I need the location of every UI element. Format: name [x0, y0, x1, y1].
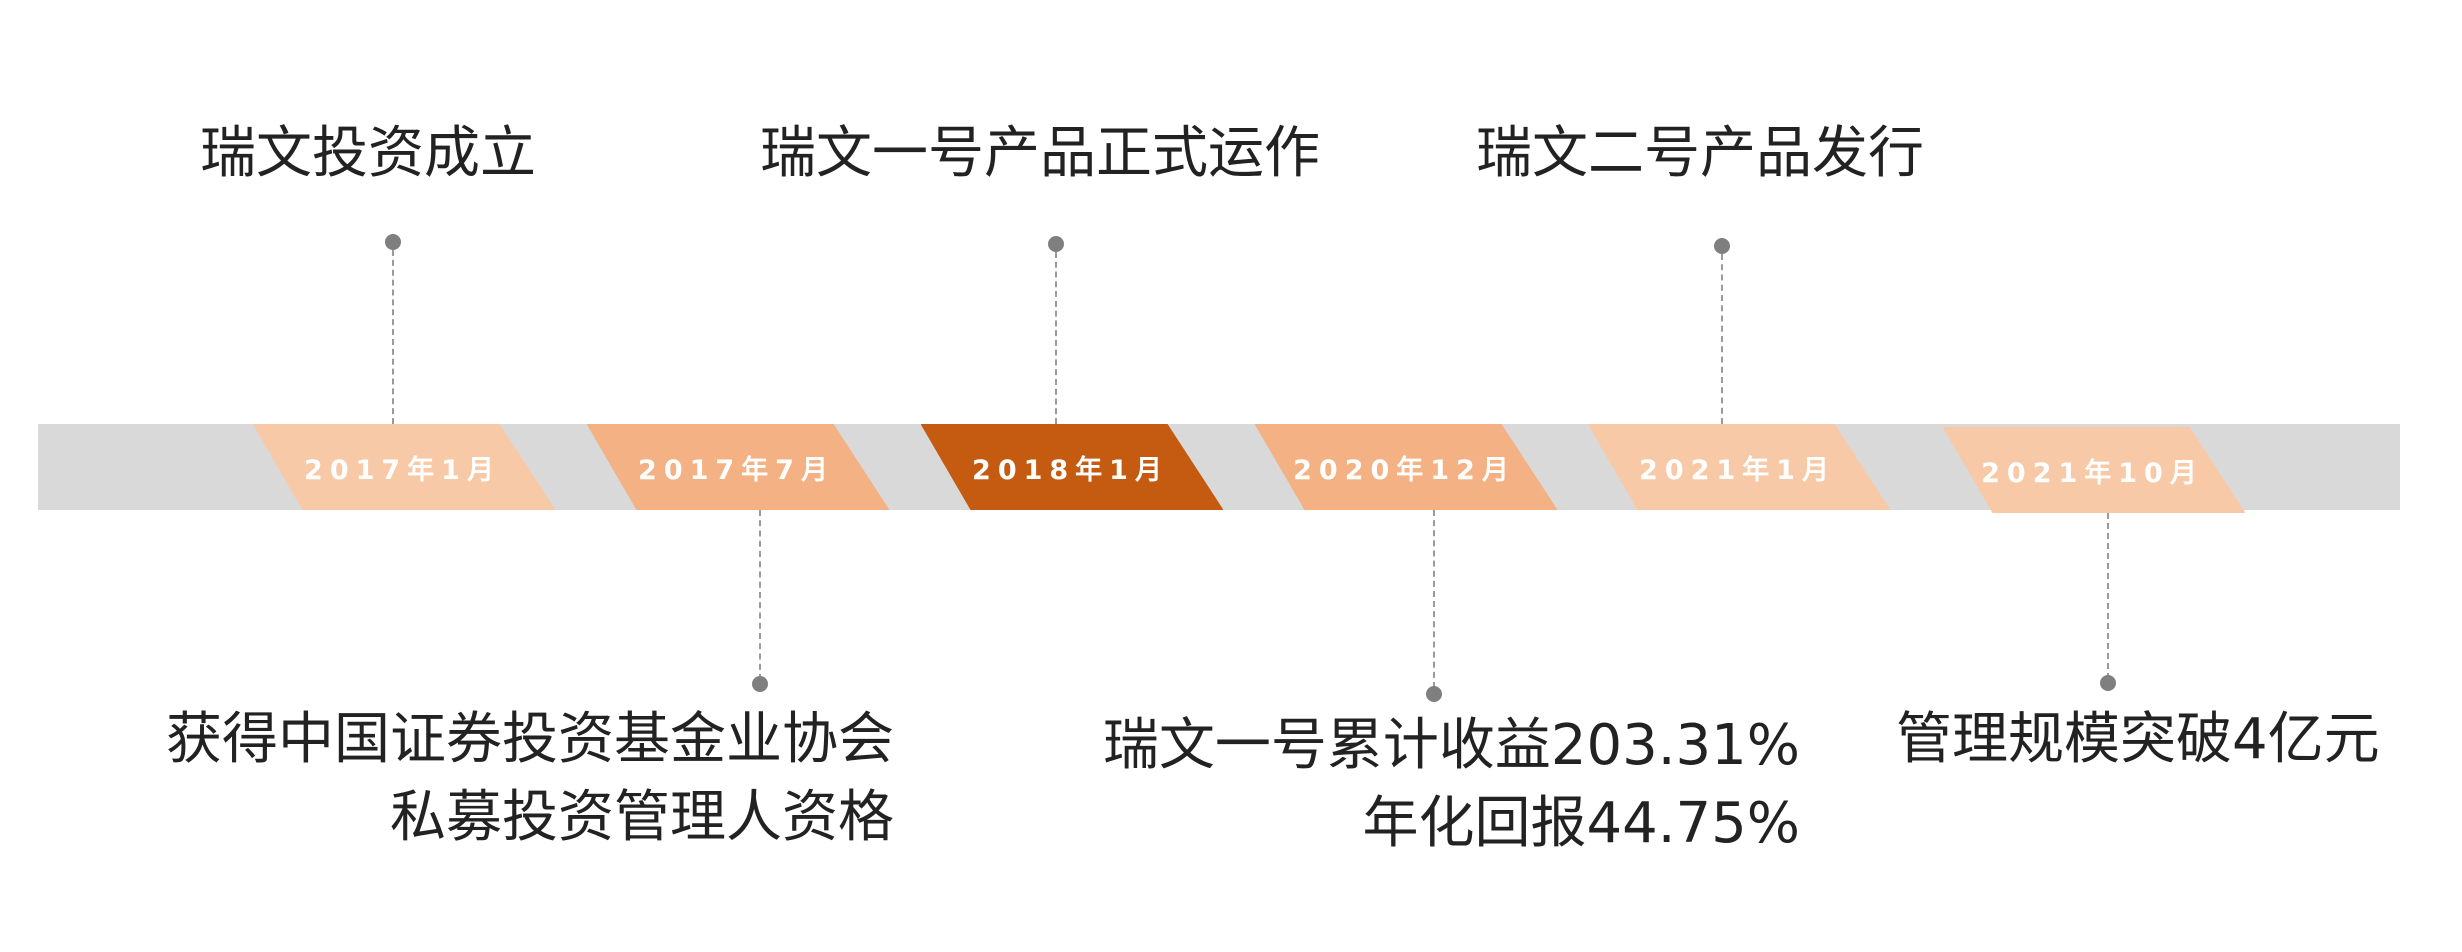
milestone-shape-4: [1255, 424, 1557, 510]
milestone-date-label: 2017年7月: [638, 454, 835, 486]
milestone-shape-6: [1943, 427, 2245, 513]
connector-line: [392, 250, 394, 424]
milestone-shape-2: [587, 424, 889, 510]
connector-line: [1433, 510, 1435, 688]
connector-dot: [1714, 238, 1730, 254]
milestone-date-label: 2021年1月: [1639, 454, 1836, 486]
event-title-fund2-issue: 瑞文二号产品发行: [1476, 121, 1924, 186]
milestone-date-label: 2020年12月: [1293, 454, 1516, 486]
connector-line: [2107, 513, 2109, 679]
connector-dot: [1048, 236, 1064, 252]
connector-dot: [752, 676, 768, 692]
connector-line: [759, 510, 761, 680]
milestone-shape-3: [921, 424, 1223, 510]
milestone-date-label: 2018年1月: [972, 454, 1169, 486]
event-qualification-line2: 私募投资管理人资格: [390, 785, 894, 850]
event-fund1-returns-line1: 瑞文一号累计收益203.31%: [1102, 713, 1800, 778]
milestone-date-label: 2021年10月: [1981, 457, 2204, 489]
event-fund1-returns: 瑞文一号累计收益203.31% 年化回报44.75%: [1100, 718, 1800, 874]
connector-dot: [2100, 675, 2116, 691]
connector-line: [1721, 254, 1723, 424]
milestone-2017-07: 2017年7月: [584, 424, 889, 510]
event-fund1-returns-line2: 年化回报44.75%: [1362, 791, 1800, 856]
milestone-2017-01: 2017年1月: [250, 424, 555, 510]
milestone-2021-01: 2021年1月: [1585, 424, 1890, 510]
connector-line: [1055, 252, 1057, 424]
milestone-shape-1: [253, 424, 555, 510]
milestone-date-label: 2017年1月: [304, 454, 501, 486]
connector-dot: [385, 234, 401, 250]
event-title-fund1-launch: 瑞文一号产品正式运作: [760, 121, 1320, 186]
event-title-aum: 管理规模突破4亿元: [1896, 707, 2380, 772]
event-title-founded: 瑞文投资成立: [200, 121, 536, 186]
milestone-shape-5: [1588, 424, 1890, 510]
milestone-2021-10: 2021年10月: [1940, 427, 2245, 513]
event-qualification: 获得中国证券投资基金业协会 私募投资管理人资格: [146, 712, 894, 868]
event-qualification-line1: 获得中国证券投资基金业协会: [166, 707, 894, 772]
connector-dot: [1426, 686, 1442, 702]
milestone-2020-12: 2020年12月: [1252, 424, 1557, 510]
milestone-2018-01: 2018年1月: [918, 424, 1223, 510]
